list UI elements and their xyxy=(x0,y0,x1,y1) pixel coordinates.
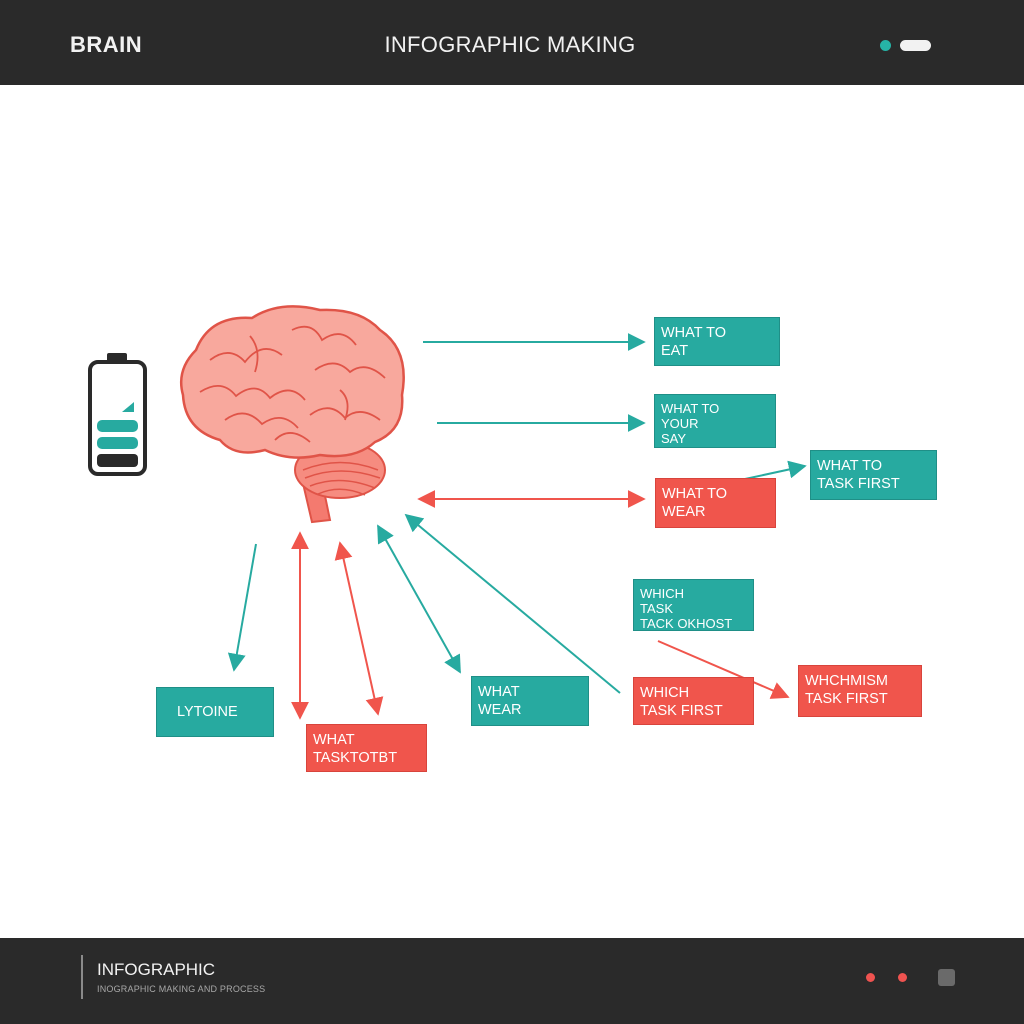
box-what-to-task-first: WHAT TO TASK FIRST xyxy=(810,450,937,500)
connector-arrows xyxy=(227,333,807,720)
diagram-canvas: WHAT TO EAT WHAT TO YOUR SAY WHAT TO WEA… xyxy=(0,85,1024,938)
footer-subtitle: INOGRAPHIC MAKING AND PROCESS xyxy=(97,984,266,994)
box-which-task-first: WHICH TASK FIRST xyxy=(633,677,754,725)
box-which-task-first-right: WHCHMISM TASK FIRST xyxy=(798,665,922,717)
box-what-to-eat: WHAT TO EAT xyxy=(654,317,780,366)
box-what-to-wear: WHAT TO WEAR xyxy=(655,478,776,528)
footer-dot-icon-2[interactable] xyxy=(898,973,907,982)
box-lytoine: LYTOINE xyxy=(156,687,274,737)
arrow-to-which-first xyxy=(657,640,790,699)
box-what-wear-bottom: WHAT WEAR xyxy=(471,676,589,726)
arrow-to-task-first xyxy=(744,460,807,480)
arrow-from-which-task xyxy=(404,513,621,694)
toggle-pill-icon[interactable] xyxy=(900,40,931,51)
page-title: INFOGRAPHIC MAKING xyxy=(384,32,636,57)
diagram-graphics xyxy=(88,305,807,720)
brand-label: BRAIN xyxy=(70,32,143,57)
status-dot-icon xyxy=(880,40,891,51)
battery-icon xyxy=(88,353,147,476)
footer-title: INFOGRAPHIC xyxy=(97,960,216,979)
footer-dot-icon-1[interactable] xyxy=(866,973,875,982)
footer-square-icon[interactable] xyxy=(938,969,955,986)
box-what-to-your-say: WHAT TO YOUR SAY xyxy=(654,394,776,448)
arrow-to-wear-bottom xyxy=(377,524,461,674)
arrow-to-lytoine xyxy=(227,543,257,672)
brain-icon xyxy=(179,305,405,524)
box-which-task-check-first: WHICH TASK TACK OKHOST xyxy=(633,579,754,631)
footer-divider xyxy=(81,955,83,999)
top-bar: BRAIN INFOGRAPHIC MAKING xyxy=(0,0,1024,85)
footer-bar: INFOGRAPHIC INOGRAPHIC MAKING AND PROCES… xyxy=(0,938,1024,1024)
arrow-diagonal-red xyxy=(334,541,384,716)
box-what-task-tobt: WHAT TASKTOTBT xyxy=(306,724,427,772)
